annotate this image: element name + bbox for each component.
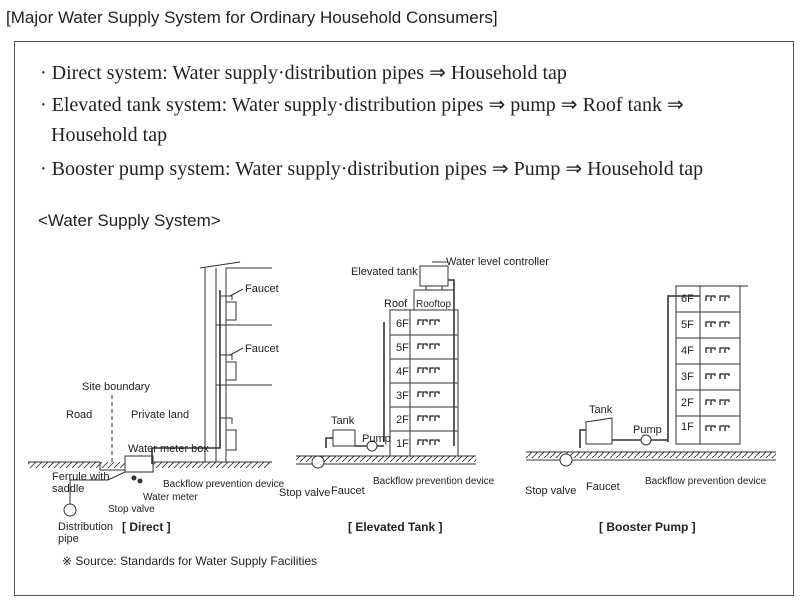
private-land-label: Private land	[131, 409, 189, 421]
elevated-ground	[296, 456, 476, 462]
distribution-pipe-label-line2: pipe	[58, 533, 79, 545]
water-meter-label: Water meter	[143, 492, 198, 503]
ferrule-label-line1: Ferrule with	[52, 471, 109, 483]
direct-faucet-label-1: Faucet	[245, 283, 279, 295]
bullet-direct-system: · Direct system: Water supply·distributi…	[40, 62, 567, 84]
road-label: Road	[66, 409, 92, 421]
direct-system-diagram	[28, 261, 272, 517]
elevated-riser-pipe	[383, 279, 455, 446]
booster-stop-valve-label: Stop valve	[525, 485, 576, 497]
booster-tank	[585, 417, 613, 445]
booster-pump-label: Pump	[633, 424, 662, 436]
direct-faucet-label-2: Faucet	[245, 343, 279, 355]
rooftop-label: Rooftop	[416, 299, 451, 310]
booster-floor-2f: 2F	[681, 397, 694, 409]
elevated-floor-3f: 3F	[396, 390, 409, 402]
elevated-tank	[419, 265, 449, 287]
elevated-tank-diagram	[296, 261, 476, 469]
site-boundary-label: Site boundary	[82, 381, 150, 393]
content-frame	[14, 41, 794, 596]
booster-caption: [ Booster Pump ]	[599, 520, 696, 534]
booster-main-pipe	[559, 453, 573, 467]
private-land-ground	[150, 462, 270, 468]
booster-floor-5f: 5F	[681, 319, 694, 331]
bullet-elevated-tank-system: · Elevated tank system: Water supply·dis…	[40, 94, 684, 116]
direct-backflow-label: Backflow prevention device	[163, 479, 285, 490]
booster-pump	[640, 434, 652, 446]
elevated-tank-label: Elevated tank	[351, 266, 418, 278]
elevated-caption: [ Elevated Tank ]	[348, 520, 442, 534]
elevated-floor-2f: 2F	[396, 414, 409, 426]
distribution-pipe-label-line1: Distribution	[58, 521, 113, 533]
direct-riser-pipe	[151, 290, 221, 464]
road-ground	[28, 462, 148, 468]
booster-backflow-label: Backflow prevention device	[645, 476, 767, 487]
meter-box	[124, 455, 154, 473]
ground-tank	[332, 429, 356, 447]
direct-caption: [ Direct ]	[122, 520, 171, 534]
elevated-faucet-label: Faucet	[331, 485, 365, 497]
service-pipe	[69, 471, 126, 505]
elevated-floor-4f: 4F	[396, 366, 409, 378]
booster-faucet-label: Faucet	[586, 481, 620, 493]
bullet-booster-pump-system: · Booster pump system: Water supply·dist…	[40, 158, 704, 180]
elevated-main-pipe	[311, 455, 325, 469]
water-level-controller-label: Water level controller	[446, 256, 549, 268]
booster-supply-pipe	[579, 429, 668, 448]
booster-ground	[526, 452, 776, 458]
elevated-floor-5f: 5F	[396, 342, 409, 354]
booster-pump-diagram	[526, 285, 776, 467]
booster-floor-1f: 1F	[681, 421, 694, 433]
booster-floor-4f: 4F	[681, 345, 694, 357]
elevated-pump-label: Pump	[362, 433, 391, 445]
elevated-floor-1f: 1F	[396, 438, 409, 450]
booster-floor-6f: 6F	[681, 293, 694, 305]
elevated-floor-6f: 6F	[396, 318, 409, 330]
diagram-subtitle: <Water Supply System>	[38, 211, 221, 230]
distribution-pipe	[63, 503, 77, 517]
bullet-elevated-tank-system-cont: Household tap	[51, 124, 168, 146]
elevated-backflow-label: Backflow prevention device	[373, 476, 495, 487]
elevated-ground-tank-label: Tank	[331, 415, 355, 427]
ferrule-label-line2: saddle	[52, 483, 84, 495]
page-heading: [Major Water Supply System for Ordinary …	[6, 8, 498, 27]
booster-riser-pipe	[667, 295, 700, 442]
booster-tank-label: Tank	[589, 404, 613, 416]
booster-floor-3f: 3F	[681, 371, 694, 383]
water-meter-box-label: Water meter box	[128, 443, 209, 455]
elevated-pump	[366, 440, 378, 452]
roof-label: Roof	[384, 298, 408, 310]
elevated-stop-valve-label: Stop valve	[279, 487, 330, 499]
source-note: ※ Source: Standards for Water Supply Fac…	[62, 554, 317, 568]
direct-stop-valve-label: Stop valve	[108, 504, 155, 515]
